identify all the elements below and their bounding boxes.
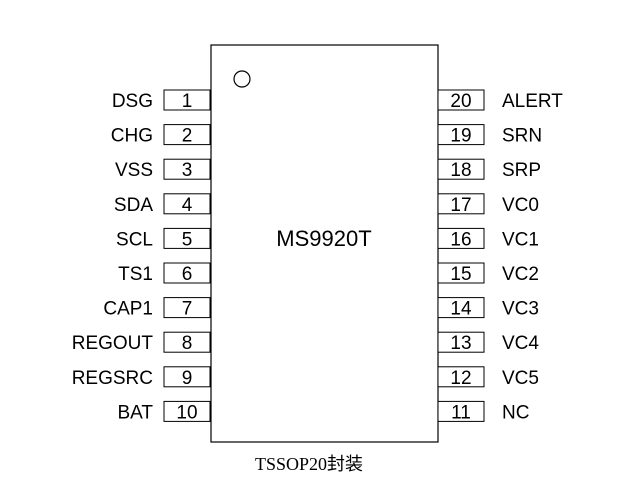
pin-label: VC2 (502, 264, 539, 285)
pin-label: REGOUT (72, 333, 154, 354)
pin-box (437, 227, 485, 249)
pin-number: 7 (182, 299, 193, 320)
pin-1: 1 DSG (112, 89, 211, 112)
pin1-orientation-dot-icon (233, 70, 251, 88)
pin-label: VC3 (502, 299, 539, 320)
pin-label: VC5 (502, 368, 539, 389)
pin-number: 15 (450, 264, 471, 285)
pin-label: ALERT (502, 91, 563, 112)
pin-4: 4 SDA (114, 193, 211, 216)
pin-number: 13 (450, 333, 471, 354)
pin-16: 16 VC1 (437, 227, 539, 250)
pin-number: 12 (450, 368, 471, 389)
pin-box (163, 124, 211, 146)
pin-number: 10 (176, 402, 197, 423)
pin-number: 11 (451, 402, 471, 423)
pin-box (437, 262, 485, 284)
pin-20: 20 ALERT (437, 89, 563, 112)
pin-number: 5 (182, 229, 193, 250)
pin-6: 6 TS1 (118, 262, 211, 285)
pin-box (437, 400, 485, 422)
pin-box (437, 124, 485, 146)
pin-label: NC (502, 402, 529, 423)
pin-9: 9 REGSRC (72, 366, 211, 389)
pin-number: 20 (450, 91, 471, 112)
pin-label: VC4 (502, 333, 539, 354)
pin-label: VC0 (502, 195, 539, 216)
pin-box (437, 366, 485, 388)
pin-number: 18 (450, 160, 471, 181)
pin-number: 2 (182, 126, 193, 147)
pin-label: VC1 (502, 229, 539, 250)
left-pin-column: 1 DSG 2 CHG 3 VSS 4 SDA 5 SCL 6 TS1 7 CAP1 8 REGOUT 9 REG… (72, 89, 211, 423)
pin-13: 13 VC4 (437, 331, 539, 354)
pin-14: 14 VC3 (437, 297, 539, 320)
pin-2: 2 CHG (111, 124, 211, 147)
pin-box (163, 366, 211, 388)
pin-label: SRN (502, 126, 542, 147)
pin-number: 9 (182, 368, 193, 389)
pin-label: BAT (117, 402, 153, 423)
pin-number: 4 (182, 195, 193, 216)
pin-12: 12 VC5 (437, 366, 539, 389)
pin-box (437, 89, 485, 111)
pin-label: SRP (502, 160, 541, 181)
pin-19: 19 SRN (437, 124, 542, 147)
pin-number: 17 (450, 195, 471, 216)
pin-label: REGSRC (72, 368, 153, 389)
pin-box (163, 262, 211, 284)
pin-box (163, 227, 211, 249)
chip-name: MS9920T (276, 226, 371, 251)
pin-17: 17 VC0 (437, 193, 539, 216)
pin-box (163, 193, 211, 215)
pin-number: 1 (182, 91, 193, 112)
pin-15: 15 VC2 (437, 262, 539, 285)
pin-label: SCL (116, 229, 153, 250)
pin-box (163, 400, 211, 422)
pin-label: CAP1 (103, 299, 153, 320)
pin-box (437, 158, 485, 180)
pin-number: 16 (450, 229, 471, 250)
pin-box (437, 331, 485, 353)
pin-8: 8 REGOUT (72, 331, 211, 354)
pin-box (163, 297, 211, 319)
pin-5: 5 SCL (116, 227, 211, 250)
pin-label: SDA (114, 195, 153, 216)
pin-box (437, 193, 485, 215)
pin-3: 3 VSS (115, 158, 211, 181)
pin-box (163, 158, 211, 180)
pin-label: DSG (112, 91, 153, 112)
pin-label: TS1 (118, 264, 153, 285)
pin-number: 8 (182, 333, 193, 354)
pin-label: CHG (111, 126, 153, 147)
pin-box (163, 331, 211, 353)
pin-label: VSS (115, 160, 153, 181)
pin-number: 19 (450, 126, 471, 147)
pin-number: 3 (182, 160, 193, 181)
chip-body (210, 44, 439, 443)
pin-number: 14 (450, 299, 472, 320)
pin-11: 11 NC (437, 400, 529, 423)
pin-box (437, 297, 485, 319)
pin-box (163, 89, 211, 111)
pin-10: 10 BAT (117, 400, 211, 423)
pin-7: 7 CAP1 (103, 297, 211, 320)
package-caption: TSSOP20封装 (255, 454, 363, 474)
pin-18: 18 SRP (437, 158, 541, 181)
pin-number: 6 (182, 264, 193, 285)
